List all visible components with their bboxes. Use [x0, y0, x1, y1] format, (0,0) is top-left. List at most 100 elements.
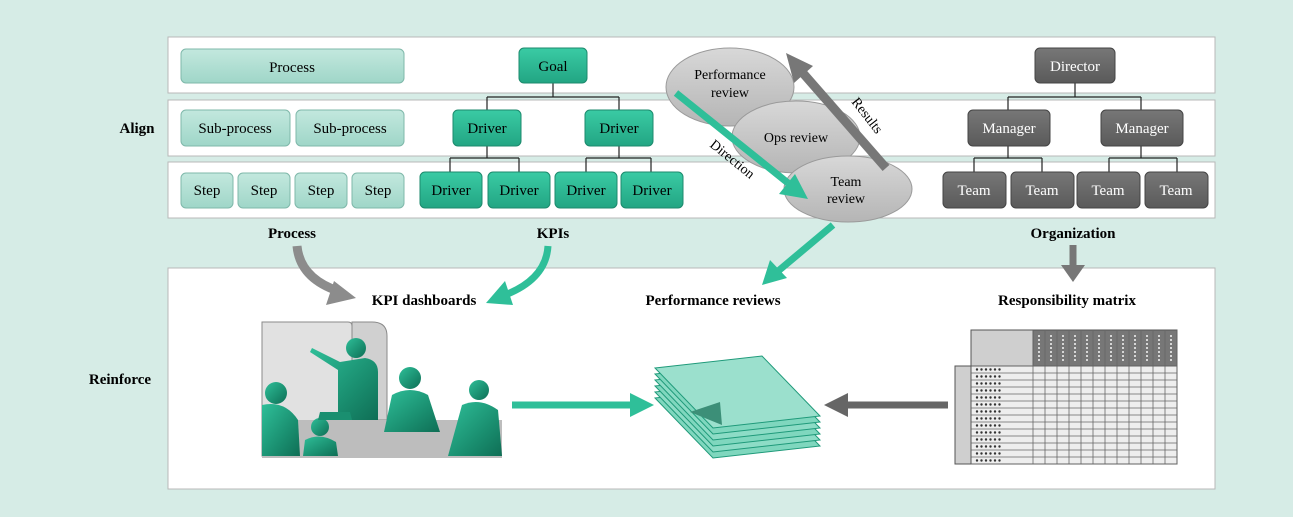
matrix-header-marker [1122, 335, 1124, 337]
team-review-label-line1: Team [831, 175, 862, 190]
matrix-row-marker [975, 431, 979, 434]
step-box [351, 172, 405, 209]
flow-arrows [292, 222, 1085, 305]
matrix-row-marker [993, 403, 997, 406]
matrix-header-marker [1110, 347, 1112, 349]
matrix-row-marker [975, 389, 979, 392]
matrix-row-marker [980, 452, 983, 455]
process-to-dashboards-arrowhead [326, 281, 356, 305]
matrix-header-marker [1170, 343, 1172, 345]
matrix-header-marker [1050, 355, 1052, 357]
matrix-header-marker [1134, 343, 1136, 345]
matrix-row-marker [984, 368, 988, 371]
driver-box [419, 171, 483, 209]
manager-box [967, 109, 1051, 147]
matrix-row-marker [980, 424, 983, 427]
kpis-caption: KPIs [537, 226, 570, 242]
matrix-header-marker [1086, 339, 1088, 341]
matrix-header-marker [1086, 351, 1088, 353]
matrix-header-marker [1050, 351, 1052, 353]
matrix-header-marker [1134, 351, 1136, 353]
organization-tree: Director Manager Manager Team Team Team … [942, 47, 1209, 209]
kpi-tree: Goal Driver Driver Driver Driver Driver … [419, 47, 684, 209]
matrix-row-marker [998, 445, 1001, 448]
matrix-row-marker [989, 445, 992, 448]
matrix-row-marker [993, 438, 997, 441]
matrix-header-marker [1038, 343, 1040, 345]
team-review-to-reviews-arrow [774, 222, 836, 275]
matrix-header-marker [1074, 343, 1076, 345]
matrix-row-marker [989, 389, 992, 392]
team-review-to-reviews-arrowhead [762, 260, 787, 285]
matrix-row-marker [989, 368, 992, 371]
matrix-row-marker [989, 438, 992, 441]
matrix-header-marker [1086, 343, 1088, 345]
matrix-header-marker [1122, 347, 1124, 349]
matrix-row-marker [993, 459, 997, 462]
performance-review-label-line2: review [711, 86, 750, 101]
matrix-row-marker [975, 396, 979, 399]
matrix-row-marker [998, 459, 1001, 462]
matrix-row-marker [989, 410, 992, 413]
matrix-header-marker [1098, 343, 1100, 345]
row-label-align: Align [119, 121, 155, 137]
step-label: Step [365, 183, 392, 199]
presenter-head [346, 338, 366, 358]
matrix-row-marker [998, 438, 1001, 441]
matrix-header-marker [1110, 339, 1112, 341]
matrix-header-marker [1170, 339, 1172, 341]
matrix-row-marker [998, 452, 1001, 455]
kpis-to-dashboards-arrow [503, 245, 552, 299]
org-tree-connectors [973, 83, 1178, 172]
matrix-row-marker [980, 389, 983, 392]
matrix-header-marker [1074, 335, 1076, 337]
manager-box [1100, 109, 1184, 147]
matrix-row-marker [980, 438, 983, 441]
matrix-row-marker [993, 382, 997, 385]
matrix-header-marker [1098, 359, 1100, 361]
matrix-row-marker [984, 410, 988, 413]
step-box [294, 172, 348, 209]
matrix-row-marker [998, 368, 1001, 371]
matrix-header-marker [1062, 343, 1064, 345]
matrix-header-marker [1038, 351, 1040, 353]
matrix-row-marker [984, 452, 988, 455]
matrix-row-marker [975, 424, 979, 427]
matrix-row-marker [980, 396, 983, 399]
matrix-header-marker [1134, 359, 1136, 361]
organization-to-matrix-arrowhead [1061, 265, 1085, 282]
matrix-header-marker [1122, 351, 1124, 353]
matrix-row-marker [975, 417, 979, 420]
matrix-row-marker [984, 459, 988, 462]
kpi-dashboards-caption: KPI dashboards [372, 293, 477, 309]
sub-process-box [180, 109, 291, 147]
matrix-header-marker [1062, 335, 1064, 337]
matrix-header-marker [1038, 335, 1040, 337]
matrix-row-marker [975, 410, 979, 413]
manager-label: Manager [982, 121, 1035, 137]
matrix-row-marker [993, 445, 997, 448]
matrix-header-marker [1134, 355, 1136, 357]
matrix-header-marker [1158, 339, 1160, 341]
matrix-row-marker [989, 382, 992, 385]
matrix-row-marker [975, 438, 979, 441]
matrix-row-marker [989, 403, 992, 406]
matrix-header-marker [1086, 359, 1088, 361]
matrix-header-marker [1158, 359, 1160, 361]
performance-review-label-line1: Performance [694, 68, 766, 83]
matrix-header-marker [1110, 359, 1112, 361]
sub-process-box [295, 109, 405, 147]
matrix-header-marker [1110, 343, 1112, 345]
matrix-row-marker [993, 396, 997, 399]
matrix-row-marker [984, 375, 988, 378]
matrix-header-marker [1074, 351, 1076, 353]
matrix-row-marker [984, 382, 988, 385]
matrix-row-marker [998, 417, 1001, 420]
matrix-row-marker [998, 410, 1001, 413]
matrix-header-marker [1122, 355, 1124, 357]
matrix-header-marker [1146, 343, 1148, 345]
matrix-row-marker [980, 375, 983, 378]
matrix-row-marker [984, 403, 988, 406]
process-caption: Process [268, 226, 316, 242]
